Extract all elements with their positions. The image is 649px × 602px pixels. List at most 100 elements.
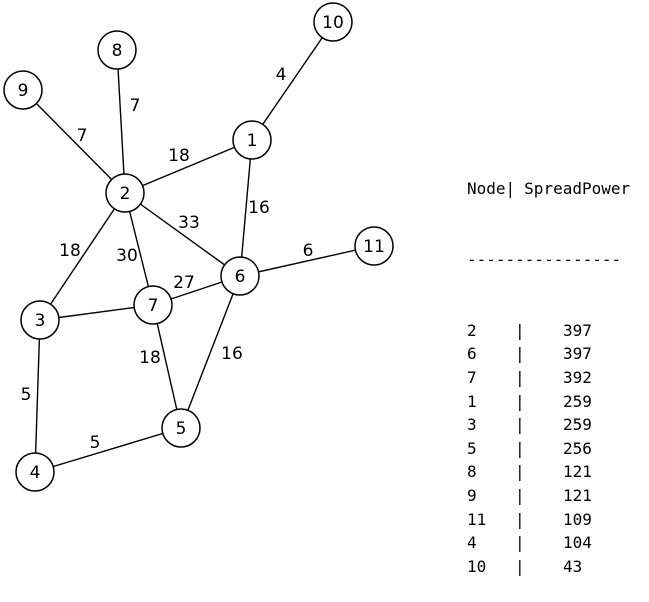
node-circle: [15, 452, 55, 492]
node-circle: [354, 226, 394, 266]
node-label: 9: [18, 81, 29, 101]
edge-weight-1-10: 4: [276, 65, 287, 85]
row-spreadpower: 397: [563, 344, 592, 364]
edge-weight-6-5: 16: [221, 344, 243, 364]
header-separator: |: [505, 179, 516, 199]
graph-node-2: 2: [105, 173, 145, 213]
row-separator: |: [515, 485, 525, 505]
table-row: 7 | 392: [467, 366, 630, 390]
edge-weight-1-2: 18: [168, 146, 190, 166]
edge-3-4: [34, 319, 41, 473]
header-spreadpower: SpreadPower: [524, 179, 631, 199]
row-node: 6: [467, 344, 477, 364]
node-label: 8: [112, 41, 123, 61]
row-separator: |: [515, 556, 525, 576]
edge-4-5: [34, 427, 182, 473]
row-spreadpower: 256: [563, 438, 592, 458]
node-circle: [20, 300, 60, 340]
edge-weight-7-5: 18: [139, 348, 161, 368]
edge-weight-3-4: 5: [21, 385, 32, 405]
edge-weight-7-6: 27: [173, 273, 195, 293]
edge-weight-2-7: 30: [116, 246, 138, 266]
table-rule: ----------------: [467, 249, 622, 269]
table-row: 8 | 121: [467, 460, 630, 484]
table-row: 6 | 397: [467, 342, 630, 366]
node-label: 3: [35, 311, 46, 331]
edge-6-5: [180, 275, 241, 429]
edge-weight-4-5: 5: [90, 433, 101, 453]
edge-1-6: [239, 139, 253, 277]
row-spreadpower: 43: [563, 556, 583, 576]
row-node: 11: [467, 509, 487, 529]
row-spreadpower: 109: [563, 509, 592, 529]
edge-weight-2-3: 18: [59, 241, 81, 261]
row-separator: |: [515, 344, 525, 364]
row-spreadpower: 104: [563, 533, 592, 553]
edge-weight-2-6: 33: [178, 213, 200, 233]
node-circle: [232, 120, 272, 160]
node-circle: [161, 408, 201, 448]
row-separator: |: [515, 438, 525, 458]
node-label: 11: [363, 237, 385, 257]
node-circle: [3, 70, 43, 110]
table-row: 1 | 259: [467, 390, 630, 414]
row-separator: |: [515, 462, 525, 482]
network-graph: 4 7 7 18 16 33 18 30 6 27 18 16 5 5 1 2 3 4 5 6 7 8 9 10 11: [3, 2, 394, 492]
edge-2-6: [124, 192, 241, 277]
node-circle: [133, 285, 173, 325]
row-node: 3: [467, 415, 477, 435]
row-separator: |: [515, 367, 525, 387]
graph-node-4: 4: [15, 452, 55, 492]
row-spreadpower: 392: [563, 367, 592, 387]
node-circle: [220, 256, 260, 296]
nodes-layer: 1 2 3 4 5 6 7 8 9 10 11: [3, 2, 394, 492]
node-label: 10: [322, 13, 344, 33]
row-node: 1: [467, 391, 477, 411]
table-row: 10|43: [467, 555, 630, 579]
edge-weight-1-6: 16: [248, 198, 270, 218]
graph-node-7: 7: [133, 285, 173, 325]
edge-2-3: [39, 192, 126, 321]
edge-weight-2-8: 7: [130, 96, 141, 116]
table-row: 3 | 259: [467, 413, 630, 437]
row-separator: |: [515, 509, 525, 529]
edge-weight-6-11: 6: [303, 241, 314, 261]
row-node: 5: [467, 438, 477, 458]
row-node: 9: [467, 485, 477, 505]
graph-node-1: 1: [232, 120, 272, 160]
node-label: 1: [247, 131, 258, 151]
row-separator: |: [515, 415, 525, 435]
row-spreadpower: 259: [563, 391, 592, 411]
node-label: 7: [148, 296, 159, 316]
edge-1-2: [124, 139, 253, 194]
table-row: 4|104: [467, 531, 630, 555]
row-node: 7: [467, 367, 477, 387]
row-node: 8: [467, 462, 477, 482]
row-separator: |: [515, 533, 525, 553]
node-label: 5: [176, 419, 187, 439]
node-circle: [97, 30, 137, 70]
row-spreadpower: 259: [563, 415, 592, 435]
graph-node-9: 9: [3, 70, 43, 110]
graph-node-5: 5: [161, 408, 201, 448]
row-separator: |: [515, 391, 525, 411]
row-spreadpower: 121: [563, 462, 592, 482]
edge-1-10: [251, 21, 334, 141]
table-row: 5 | 256: [467, 437, 630, 461]
node-label: 4: [30, 463, 41, 483]
row-spreadpower: 121: [563, 485, 592, 505]
edge-6-11: [239, 245, 375, 277]
graph-node-11: 11: [354, 226, 394, 266]
edge-weight-2-9: 7: [77, 126, 88, 146]
graph-node-3: 3: [20, 300, 60, 340]
node-circle: [105, 173, 145, 213]
node-circle: [313, 2, 353, 42]
table-header: Node|SpreadPower: [467, 177, 630, 201]
table-row: 2|397: [467, 319, 630, 343]
graph-node-8: 8: [97, 30, 137, 70]
graph-node-10: 10: [313, 2, 353, 42]
node-label: 6: [235, 267, 246, 287]
